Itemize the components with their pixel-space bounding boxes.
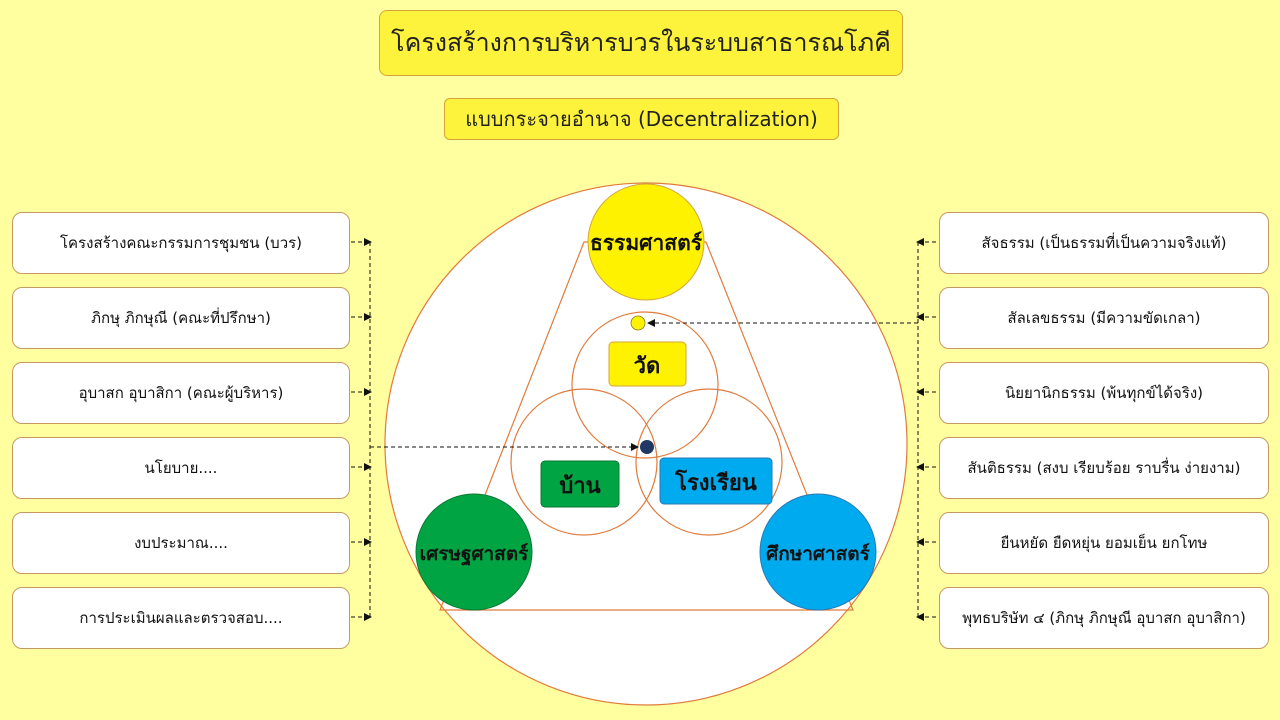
dhamma-label: ธรรมศาสตร์ <box>590 231 703 255</box>
right-arrowheads <box>916 238 924 621</box>
home-label: บ้าน <box>559 474 600 499</box>
home-ring <box>510 388 658 536</box>
education-circle <box>759 493 877 611</box>
center-dot <box>640 440 654 454</box>
home-box <box>540 460 620 508</box>
right-item-truth: สัจธรรม (เป็นธรรมที่เป็นความจริงแท้) <box>939 212 1269 274</box>
right-item-liberation: นิยยานิกธรรม (พ้นทุกข์ได้จริง) <box>939 362 1269 424</box>
school-ring <box>635 388 783 536</box>
right-item-peace: สันติธรรม (สงบ เรียบร้อย ราบรื่น ง่ายงาม… <box>939 437 1269 499</box>
temple-label: วัด <box>634 354 661 379</box>
economics-circle <box>415 493 533 611</box>
left-item-committee: โครงสร้างคณะกรรมการชุมชน (บวร) <box>12 212 350 274</box>
school-label: โรงเรียน <box>674 469 757 496</box>
school-box <box>659 457 773 505</box>
left-arrowheads <box>364 238 372 621</box>
temple-box <box>608 341 687 387</box>
economics-label: เศรษฐศาสตร์ <box>420 543 529 567</box>
page-title: โครงสร้างการบริหารบวรในระบบสาธารณโภคี <box>379 10 903 76</box>
left-item-laity: อุบาสก อุบาสิกา (คณะผู้บริหาร) <box>12 362 350 424</box>
left-item-monks: ภิกษุ ภิกษุณี (คณะที่ปรึกษา) <box>12 287 350 349</box>
left-item-budget: งบประมาณ.... <box>12 512 350 574</box>
page-subtitle: แบบกระจายอำนาจ (Decentralization) <box>444 98 839 140</box>
right-item-refinement: สัลเลขธรรม (มีความขัดเกลา) <box>939 287 1269 349</box>
right-item-virtues: ยืนหยัด ยืดหยุ่น ยอมเย็น ยกโทษ <box>939 512 1269 574</box>
temple-dot <box>630 315 646 331</box>
right-item-fourfold: พุทธบริษัท ๔ (ภิกษุ ภิกษุณี อุบาสก อุบาส… <box>939 587 1269 649</box>
temple-ring <box>571 311 719 459</box>
left-item-policy: นโยบาย.... <box>12 437 350 499</box>
left-item-evaluation: การประเมินผลและตรวจสอบ.... <box>12 587 350 649</box>
education-label: ศึกษาศาสตร์ <box>766 543 870 565</box>
dhamma-circle <box>587 183 705 301</box>
